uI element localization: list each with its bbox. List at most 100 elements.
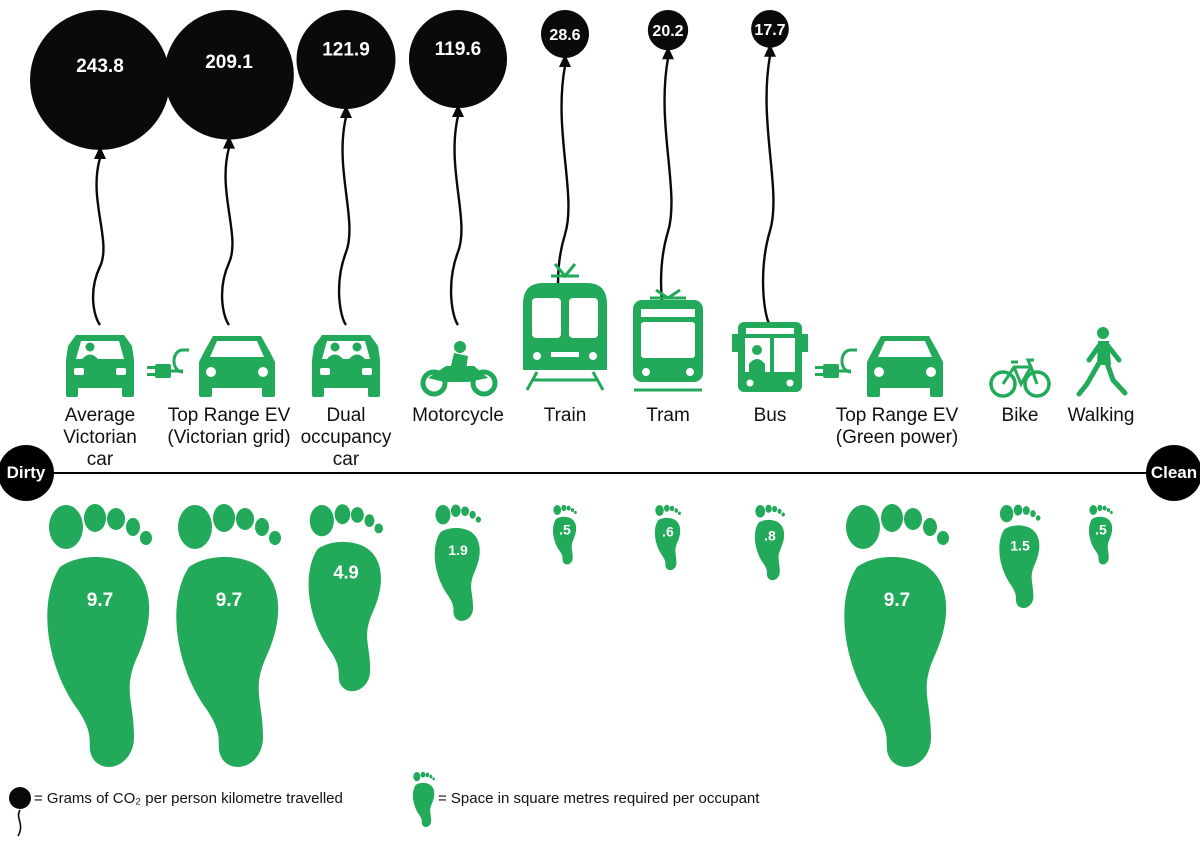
footprint-toe <box>765 504 772 513</box>
footprint-sole <box>308 541 381 692</box>
footprint-toe <box>781 512 785 517</box>
footprint-toe <box>255 518 269 536</box>
balloon-string <box>761 55 775 326</box>
footprint-toe <box>777 508 782 514</box>
legend-icons <box>9 771 435 837</box>
footprint-toe <box>1035 515 1041 521</box>
co2-balloon: 17.7 <box>751 10 789 326</box>
footprint-toe <box>126 518 140 536</box>
co2-balloon: 20.2 <box>647 10 689 326</box>
footprint-toe <box>364 514 375 528</box>
footprint-sole <box>844 556 947 767</box>
footprint-toe <box>1089 505 1098 515</box>
footprint-toe <box>570 507 575 513</box>
footprint-toe <box>553 505 562 515</box>
electric-car-icon <box>815 336 943 397</box>
footprint-toe <box>1106 507 1111 513</box>
mode-label: Walking <box>1067 405 1135 426</box>
balloon-string <box>220 147 234 326</box>
co2-value-label: 243.8 <box>76 56 124 77</box>
footprint-toe <box>269 531 281 545</box>
footprint-toe <box>49 505 83 549</box>
footprint-toe <box>140 531 152 545</box>
co2-value-label: 119.6 <box>435 39 482 60</box>
balloon-shape <box>30 10 170 150</box>
footprint-toe <box>561 504 567 512</box>
motorcycle-icon <box>420 341 498 397</box>
mode-label: Average Victorian car <box>63 405 137 470</box>
legend-space: = Space in square metres required per oc… <box>400 778 850 838</box>
balloon-shape <box>647 10 689 51</box>
mode-label: Train <box>543 405 587 426</box>
footprint <box>844 504 949 767</box>
space-value-label: .5 <box>1095 522 1107 538</box>
footprint-toe <box>461 506 470 517</box>
footprint-toe <box>923 518 937 536</box>
mode-label: Dual occupancy car <box>300 405 392 470</box>
space-value-label: .5 <box>559 522 571 538</box>
legend-footprint-icon <box>412 771 435 828</box>
clean-end-label: Clean <box>1146 445 1200 501</box>
walking-person-icon <box>1076 327 1128 397</box>
footprint-toe <box>755 505 766 518</box>
footprint-toe <box>677 511 681 515</box>
footprint-toe <box>1022 506 1030 515</box>
car-driver-icon <box>66 335 134 397</box>
footprint-sole <box>754 519 785 581</box>
balloon-string <box>337 116 351 326</box>
footprint-toe <box>846 505 880 549</box>
balloon-knot <box>559 53 571 67</box>
balloon-shape <box>296 10 396 109</box>
footprint-sole <box>176 556 279 767</box>
footprint <box>308 504 383 692</box>
co2-value-label: 209.1 <box>205 52 253 73</box>
legend-co2: = Grams of CO₂ per person kilometre trav… <box>0 778 400 838</box>
balloon-knot <box>662 46 674 60</box>
footprint-toe <box>674 508 678 513</box>
footprint-toe <box>374 523 383 534</box>
electric-car-icon <box>147 336 275 397</box>
footprint-toe <box>1030 510 1036 518</box>
footprint-toe <box>84 504 106 532</box>
mode-label: Tram <box>646 405 690 426</box>
footprint-toe <box>107 508 125 530</box>
footprint <box>754 504 785 581</box>
mode-label: Top Range EV (Victorian grid) <box>167 405 291 448</box>
footprint-sole <box>654 517 681 571</box>
footprint-sole <box>553 516 577 565</box>
balloon-knot <box>223 135 235 149</box>
balloon-string <box>659 58 673 326</box>
footprint-toe <box>309 505 334 537</box>
mode-label: Motorcycle <box>412 405 504 426</box>
footprint <box>434 504 482 621</box>
space-value-label: 4.9 <box>333 562 358 583</box>
space-value-label: 9.7 <box>216 590 242 611</box>
footprint-toe <box>574 510 577 515</box>
footprint <box>176 504 281 767</box>
balloon-knot <box>340 104 352 118</box>
bicycle-icon <box>989 358 1051 398</box>
footprint-toe <box>904 508 922 530</box>
footprint-sole <box>47 556 150 767</box>
balloon-shape <box>164 10 294 140</box>
footprint-toe <box>178 505 212 549</box>
legend-co2-text: = Grams of CO₂ per person kilometre trav… <box>34 790 343 807</box>
footprint-toe <box>1102 505 1107 511</box>
balloon-string <box>91 157 105 326</box>
footprint-toe <box>1013 504 1023 516</box>
footprint-toe <box>999 505 1014 523</box>
footprint-sole <box>1089 516 1113 565</box>
legend-balloon-icon <box>9 787 31 837</box>
footprint-toe <box>669 505 675 512</box>
footprint-toe <box>213 504 235 532</box>
footprint <box>1089 504 1113 565</box>
balloon-string <box>449 115 463 326</box>
train-icon <box>523 263 607 391</box>
footprint-toe <box>937 531 949 545</box>
footprint-toe <box>236 508 254 530</box>
footprint-toe <box>566 505 571 511</box>
mode-label: Bike <box>1001 405 1039 426</box>
space-value-label: 1.5 <box>1010 537 1030 553</box>
dirty-end-label: Dirty <box>0 445 54 501</box>
